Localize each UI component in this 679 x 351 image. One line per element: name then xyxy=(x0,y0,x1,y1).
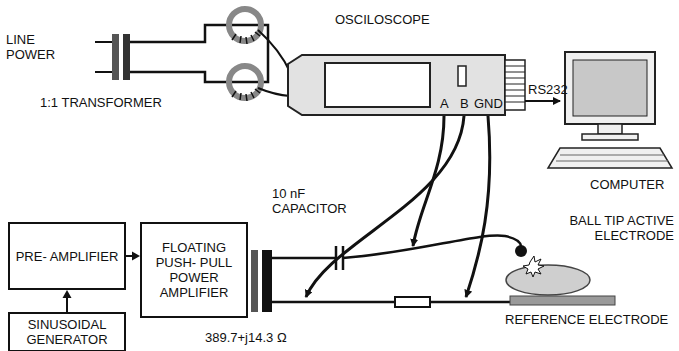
box-text: SINUSOIDAL GENERATOR xyxy=(14,317,120,347)
output-transformer xyxy=(251,250,258,312)
box-text: FLOATING PUSH- PULL POWER AMPLIFIER xyxy=(146,240,242,300)
serial-link-arrow xyxy=(525,100,560,102)
tissue-sample xyxy=(506,265,590,295)
oscilloscope xyxy=(288,55,505,115)
arrow-head xyxy=(132,252,140,261)
current-probe-coil xyxy=(229,9,290,101)
ball-tip-electrode xyxy=(515,245,527,257)
circuit-wire xyxy=(272,257,336,260)
resistor-symbol xyxy=(395,297,430,307)
oscilloscope xyxy=(505,60,525,110)
line-transformer xyxy=(112,34,119,80)
capacitor-symbol xyxy=(342,246,345,270)
channel-label: GND xyxy=(474,96,506,111)
oscilloscope xyxy=(288,55,525,115)
impedance-label: 389.7+j14.3 Ω xyxy=(205,330,325,345)
current-probe-coil xyxy=(232,89,260,101)
tissue-sample xyxy=(506,265,590,295)
serial-link-arrow xyxy=(525,101,560,102)
oscilloscope xyxy=(458,66,466,86)
ball-tip-electrode xyxy=(515,245,544,277)
source-label: LINE POWER xyxy=(6,32,61,62)
instrument-label: OSCILOSCOPE xyxy=(335,12,455,27)
device-label: COMPUTER xyxy=(590,177,676,192)
arrow-line xyxy=(126,255,133,257)
reference-electrode-plate xyxy=(510,296,615,305)
ball-tip-electrode xyxy=(523,256,544,277)
output-transformer xyxy=(262,250,272,312)
generator-box: SINUSOIDAL GENERATOR xyxy=(8,312,126,351)
circuit-wire xyxy=(272,301,395,304)
oscilloscope xyxy=(325,63,430,107)
probe-lead xyxy=(413,116,444,246)
resistor-symbol xyxy=(395,297,430,307)
computer-icon xyxy=(556,155,668,161)
current-probe-coil xyxy=(258,30,290,72)
channel-label: A xyxy=(440,96,454,111)
line-transformer xyxy=(95,41,112,43)
arrow-head xyxy=(63,290,72,298)
computer-icon xyxy=(548,148,672,168)
signal-arrow xyxy=(126,252,140,261)
circuit-wire xyxy=(343,235,521,258)
amplifier-box: FLOATING PUSH- PULL POWER AMPLIFIER xyxy=(140,222,248,318)
current-probe-coil xyxy=(232,32,260,44)
computer-icon xyxy=(582,134,638,140)
box-text: PRE- AMPLIFIER xyxy=(16,249,119,264)
probe-lead xyxy=(466,116,490,297)
signal-arrow xyxy=(63,290,72,312)
process-box: PRE- AMPLIFIER xyxy=(8,222,126,290)
computer-icon xyxy=(598,124,622,134)
reference-electrode-plate xyxy=(510,296,615,305)
line-transformer xyxy=(95,71,112,73)
circuit-wire xyxy=(430,301,511,304)
component-label: 1:1 TRANSFORMER xyxy=(40,95,180,110)
line-transformer xyxy=(123,34,130,80)
electrode-label: REFERENCE ELECTRODE xyxy=(505,312,677,327)
electrode-label: BALL TIP ACTIVE ELECTRODE xyxy=(556,213,674,243)
channel-label: B xyxy=(460,96,474,111)
computer-icon xyxy=(548,52,672,168)
current-probe-coil xyxy=(258,88,290,96)
oscilloscope xyxy=(505,66,525,102)
line-transformer xyxy=(95,34,130,80)
port-label: RS232 xyxy=(528,82,576,97)
arrow-line xyxy=(66,297,68,312)
output-transformer xyxy=(251,250,272,312)
secondary-loop xyxy=(130,25,268,82)
secondary-loop xyxy=(130,25,268,82)
computer-icon xyxy=(573,60,647,116)
component-label: 10 nF CAPACITOR xyxy=(272,186,352,216)
computer-icon xyxy=(565,52,655,124)
